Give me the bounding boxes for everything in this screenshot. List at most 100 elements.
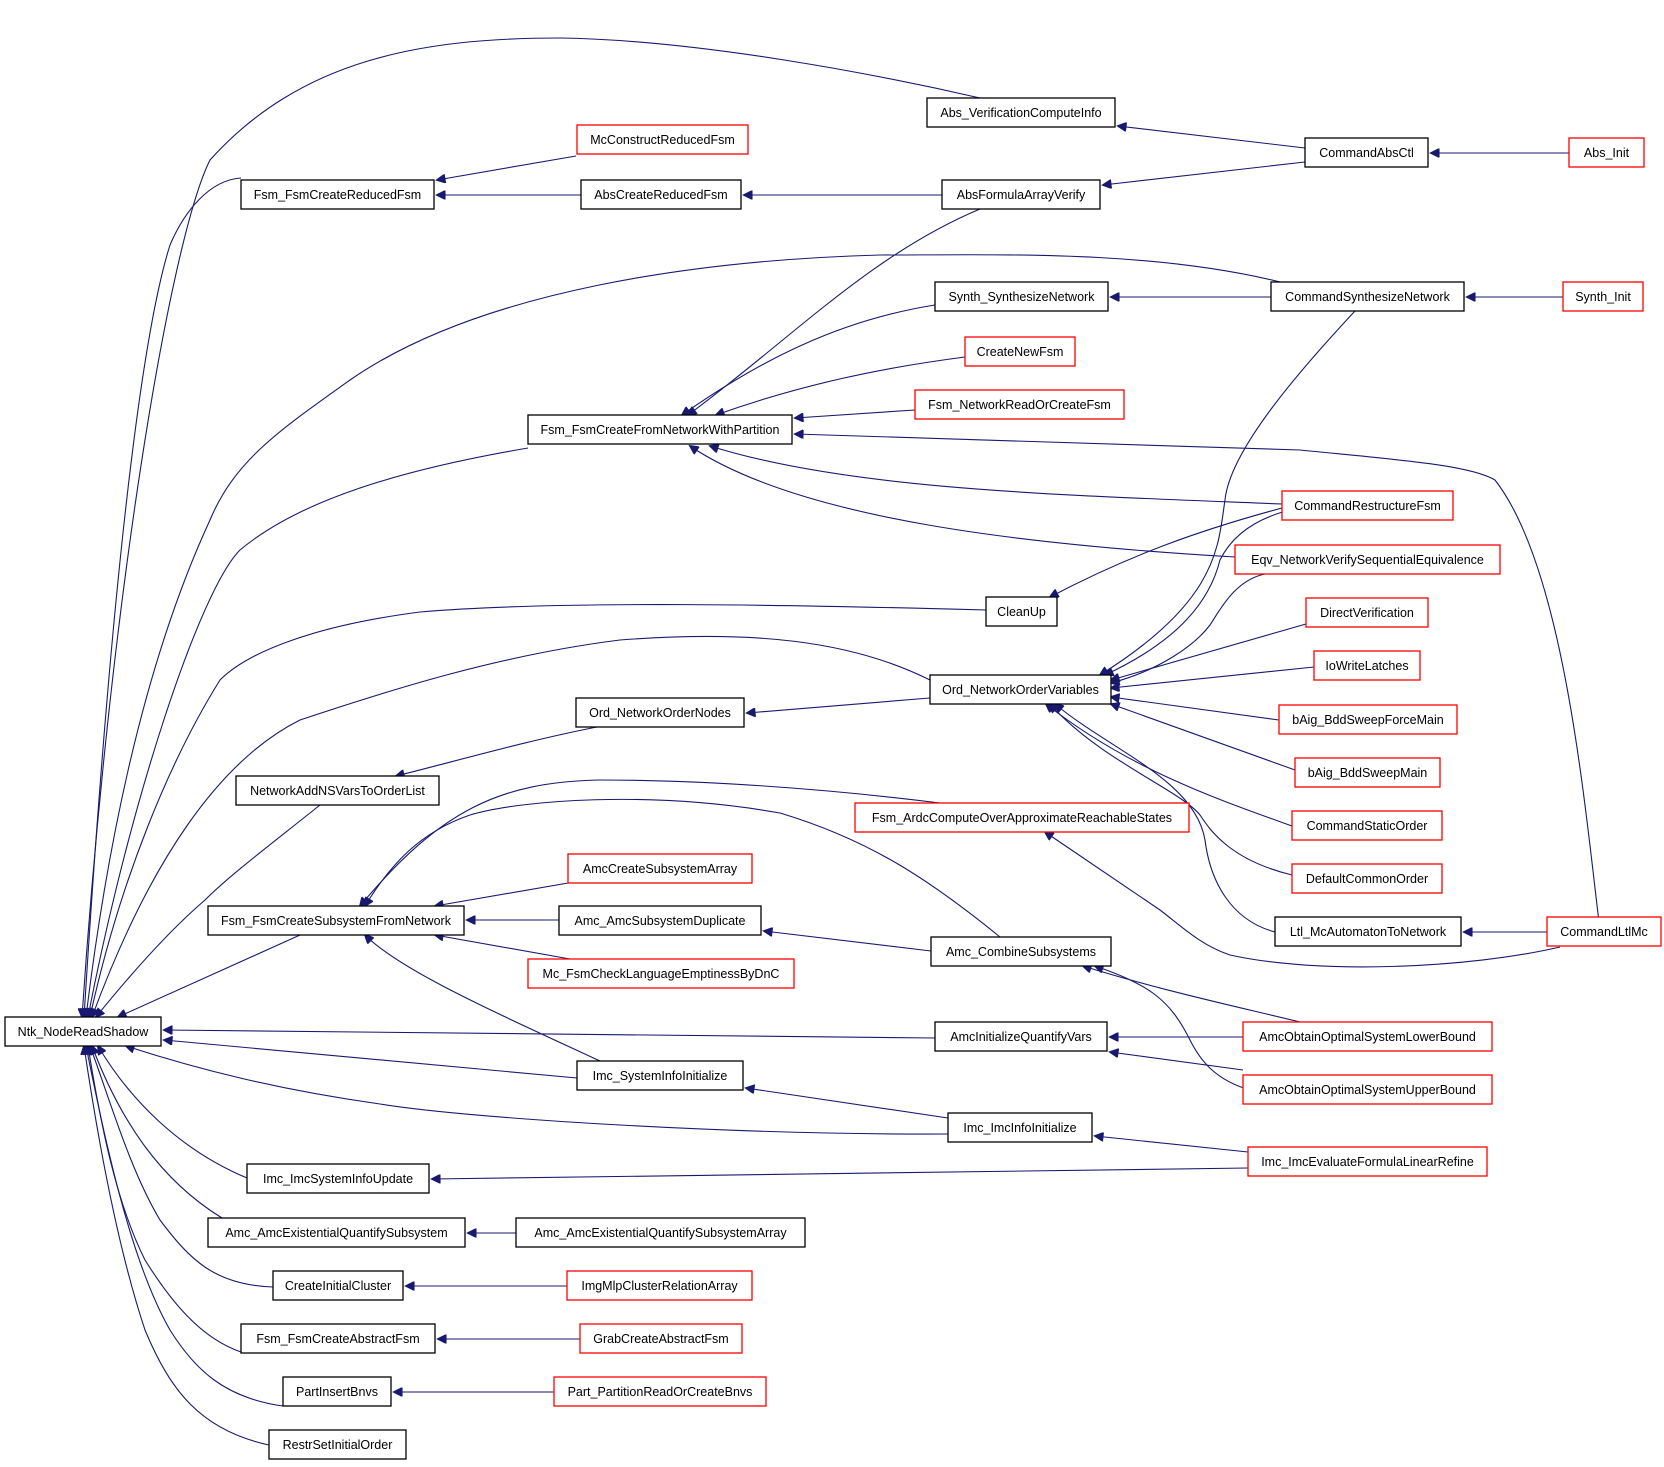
node-imcEFLR[interactable]: Imc_ImcEvaluateFormulaLinearRefine [1247, 1146, 1488, 1177]
node-box[interactable] [576, 1060, 744, 1091]
node-absCRF[interactable]: AbsCreateReducedFsm [580, 179, 742, 210]
node-box[interactable] [930, 936, 1112, 967]
node-imcII[interactable]: Imc_ImcInfoInitialize [947, 1112, 1093, 1143]
node-baigForce[interactable]: bAig_BddSweepForceMain [1278, 704, 1458, 735]
node-box[interactable] [527, 958, 795, 989]
node-absInit[interactable]: Abs_Init [1568, 137, 1645, 168]
node-imcSIU[interactable]: Imc_ImcSystemInfoUpdate [246, 1163, 430, 1194]
node-amcLB[interactable]: AmcObtainOptimalSystemLowerBound [1242, 1021, 1493, 1052]
node-eqv[interactable]: Eqv_NetworkVerifySequentialEquivalence [1234, 544, 1501, 575]
node-box[interactable] [558, 905, 762, 936]
node-fsmCRF[interactable]: Fsm_FsmCreateReducedFsm [240, 179, 435, 210]
node-box[interactable] [1270, 281, 1465, 312]
node-cmdSO[interactable]: CommandStaticOrder [1291, 810, 1443, 841]
node-netAdd[interactable]: NetworkAddNSVarsToOrderList [235, 775, 440, 806]
node-box[interactable] [515, 1217, 806, 1248]
node-box[interactable] [246, 1163, 430, 1194]
node-box[interactable] [207, 1217, 466, 1248]
node-imgMlp[interactable]: ImgMlpClusterRelationArray [566, 1270, 753, 1301]
node-amcUB[interactable]: AmcObtainOptimalSystemUpperBound [1242, 1074, 1493, 1105]
node-box[interactable] [1281, 490, 1454, 521]
node-synthInit[interactable]: Synth_Init [1562, 281, 1644, 312]
node-box[interactable] [1294, 757, 1441, 788]
node-box[interactable] [985, 596, 1058, 627]
node-box[interactable] [1242, 1021, 1493, 1052]
node-box[interactable] [1291, 810, 1443, 841]
node-mcCRF[interactable]: McConstructReducedFsm [576, 124, 749, 155]
node-box[interactable] [240, 1323, 436, 1354]
node-box[interactable] [282, 1376, 392, 1407]
node-box[interactable] [553, 1376, 767, 1407]
node-imcSII[interactable]: Imc_SystemInfoInitialize [576, 1060, 744, 1091]
node-cmdAbs[interactable]: CommandAbsCtl [1304, 137, 1429, 168]
node-fsmNRC[interactable]: Fsm_NetworkReadOrCreateFsm [914, 389, 1125, 420]
node-box[interactable] [1291, 863, 1443, 894]
node-box[interactable] [854, 802, 1190, 833]
node-createNewFsm[interactable]: CreateNewFsm [964, 336, 1076, 367]
node-box[interactable] [964, 336, 1076, 367]
node-box[interactable] [914, 389, 1125, 420]
node-box[interactable] [934, 1021, 1108, 1052]
node-box[interactable] [4, 1016, 162, 1047]
node-grabCAF[interactable]: GrabCreateAbstractFsm [579, 1323, 743, 1354]
node-partIB[interactable]: PartInsertBnvs [282, 1376, 392, 1407]
node-box[interactable] [1304, 137, 1429, 168]
node-box[interactable] [1234, 544, 1501, 575]
node-box[interactable] [929, 674, 1112, 705]
node-fsmCAF[interactable]: Fsm_FsmCreateAbstractFsm [240, 1323, 436, 1354]
node-restr[interactable]: RestrSetInitialOrder [268, 1429, 407, 1460]
node-amcIQV[interactable]: AmcInitializeQuantifyVars [934, 1021, 1108, 1052]
node-ordNON[interactable]: Ord_NetworkOrderNodes [575, 697, 745, 728]
node-fsmCFNWP[interactable]: Fsm_FsmCreateFromNetworkWithPartition [527, 414, 793, 445]
node-synthSN[interactable]: Synth_SynthesizeNetwork [934, 281, 1109, 312]
node-amcEQS[interactable]: Amc_AmcExistentialQuantifySubsystem [207, 1217, 466, 1248]
node-directVer[interactable]: DirectVerification [1305, 597, 1429, 628]
node-cmdRF[interactable]: CommandRestructureFsm [1281, 490, 1454, 521]
node-cmdLtl[interactable]: CommandLtlMc [1546, 916, 1662, 947]
node-amcCS[interactable]: Amc_CombineSubsystems [930, 936, 1112, 967]
node-ioWrite[interactable]: IoWriteLatches [1313, 650, 1421, 681]
node-box[interactable] [207, 905, 465, 936]
node-defCO[interactable]: DefaultCommonOrder [1291, 863, 1443, 894]
node-amcSD[interactable]: Amc_AmcSubsystemDuplicate [558, 905, 762, 936]
node-mcFsm[interactable]: Mc_FsmCheckLanguageEmptinessByDnC [527, 958, 795, 989]
node-box[interactable] [240, 179, 435, 210]
node-box[interactable] [527, 414, 793, 445]
node-box[interactable] [1568, 137, 1645, 168]
node-amcEQSA[interactable]: Amc_AmcExistentialQuantifySubsystemArray [515, 1217, 806, 1248]
node-partPRC[interactable]: Part_PartitionReadOrCreateBnvs [553, 1376, 767, 1407]
node-box[interactable] [268, 1429, 407, 1460]
node-box[interactable] [272, 1270, 404, 1301]
node-box[interactable] [941, 179, 1101, 210]
node-box[interactable] [926, 97, 1116, 128]
node-root[interactable]: Ntk_NodeReadShadow [4, 1016, 162, 1047]
node-box[interactable] [1278, 704, 1458, 735]
node-box[interactable] [576, 124, 749, 155]
node-createIC[interactable]: CreateInitialCluster [272, 1270, 404, 1301]
node-cmdSN[interactable]: CommandSynthesizeNetwork [1270, 281, 1465, 312]
node-box[interactable] [567, 853, 753, 884]
node-box[interactable] [1562, 281, 1644, 312]
node-absVer[interactable]: Abs_VerificationComputeInfo [926, 97, 1116, 128]
node-box[interactable] [1247, 1146, 1488, 1177]
node-box[interactable] [934, 281, 1109, 312]
node-box[interactable] [1305, 597, 1429, 628]
node-fsmArdc[interactable]: Fsm_ArdcComputeOverApproximateReachableS… [854, 802, 1190, 833]
node-box[interactable] [1546, 916, 1662, 947]
node-box[interactable] [579, 1323, 743, 1354]
node-amcCSA[interactable]: AmcCreateSubsystemArray [567, 853, 753, 884]
node-box[interactable] [235, 775, 440, 806]
node-ltl[interactable]: Ltl_McAutomatonToNetwork [1274, 916, 1462, 947]
node-box[interactable] [1242, 1074, 1493, 1105]
node-box[interactable] [566, 1270, 753, 1301]
node-box[interactable] [580, 179, 742, 210]
node-box[interactable] [1274, 916, 1462, 947]
node-box[interactable] [947, 1112, 1093, 1143]
node-ordNOV[interactable]: Ord_NetworkOrderVariables [929, 674, 1112, 705]
node-cleanUp[interactable]: CleanUp [985, 596, 1058, 627]
node-box[interactable] [1313, 650, 1421, 681]
node-absFAV[interactable]: AbsFormulaArrayVerify [941, 179, 1101, 210]
node-baigMain[interactable]: bAig_BddSweepMain [1294, 757, 1441, 788]
node-box[interactable] [575, 697, 745, 728]
node-fsmCSFN[interactable]: Fsm_FsmCreateSubsystemFromNetwork [207, 905, 465, 936]
